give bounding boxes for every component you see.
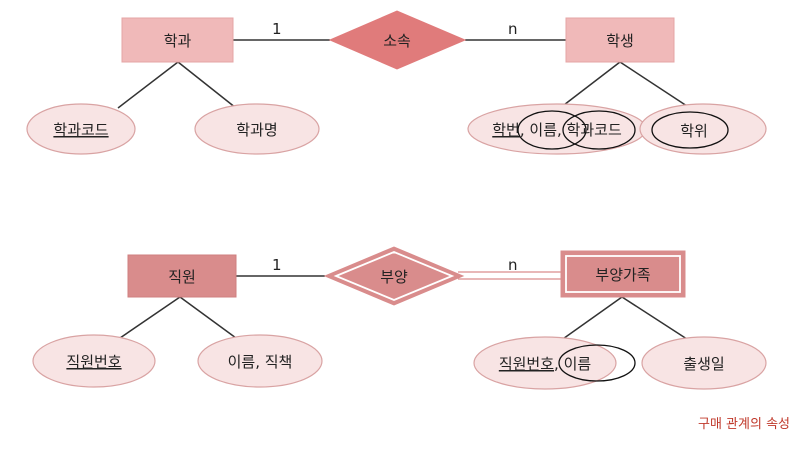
- attribute-name-title-label: 이름, 직책: [228, 353, 293, 371]
- attribute-birthdate-ellipse[interactable]: [641, 336, 767, 390]
- relationship-support-inner: [333, 251, 455, 301]
- total-participation-lines: [458, 271, 563, 280]
- attribute-dependent-key-ellipse[interactable]: [473, 336, 617, 390]
- attribute-dept-name-ellipse[interactable]: [194, 103, 320, 155]
- connectors-1: [117, 39, 691, 109]
- cardinality-many: n: [508, 20, 518, 38]
- entity-student-label: 학생: [606, 32, 634, 50]
- relationship-support-diamond[interactable]: [323, 246, 465, 306]
- entity-employee-label: 직원: [168, 268, 196, 286]
- diagram-department-student: 1 n 학과 소속 학생 학과코드 학과명 학번, 이름, 학과코드 학위: [26, 10, 767, 155]
- entity-student-box[interactable]: [565, 17, 675, 63]
- entity-department-box[interactable]: [121, 17, 234, 63]
- cardinality-one-2: 1: [272, 256, 282, 274]
- highlight-circle-degree: [651, 111, 729, 149]
- relationship-belongs-label: 소속: [383, 32, 411, 50]
- attribute-degree-ellipse[interactable]: [639, 103, 767, 155]
- weak-entity-dependents-inner: [565, 255, 681, 293]
- weak-entity-dependents-label: 부양가족: [595, 266, 650, 284]
- connectors-2: [119, 275, 691, 342]
- attribute-student-id-sep: , 이름,: [520, 121, 567, 139]
- entity-department-label: 학과: [164, 32, 192, 50]
- relationship-support-label: 부양: [380, 268, 408, 286]
- attribute-degree-label: 학위: [680, 122, 708, 140]
- highlight-circle-dept-code: [562, 110, 636, 150]
- diagram-employee-dependent: 1 n 직원 부양 부양가족 직원번호 이름, 직책 직원번호, 이름 출생일: [32, 246, 767, 390]
- attribute-name-title-ellipse[interactable]: [197, 334, 323, 388]
- figure-caption: 구매 관계의 속성: [698, 417, 790, 432]
- attribute-dependent-key-rest: , 이름: [554, 355, 591, 373]
- highlight-circle-name: [517, 110, 587, 150]
- attribute-student-id-key: 학번: [492, 121, 520, 139]
- attribute-dependent-key-underlined: 직원번호: [499, 355, 554, 373]
- cardinality-many-2: n: [508, 256, 518, 274]
- attribute-employee-id-label: 직원번호: [66, 353, 121, 371]
- attribute-student-id-dept: 학과코드: [567, 121, 622, 139]
- attribute-birthdate-label: 출생일: [683, 355, 724, 373]
- attribute-dept-code-ellipse[interactable]: [26, 103, 136, 155]
- attribute-student-id-label: 학번, 이름, 학과코드: [492, 121, 622, 139]
- attribute-dependent-key-label: 직원번호, 이름: [499, 355, 592, 373]
- weak-entity-dependents-box[interactable]: [560, 250, 686, 298]
- highlight-circle-dependent-name: [558, 344, 636, 382]
- attribute-dept-code-label: 학과코드: [53, 121, 108, 139]
- cardinality-one: 1: [272, 20, 282, 38]
- attribute-employee-id-ellipse[interactable]: [32, 334, 156, 388]
- entity-employee-box[interactable]: [127, 254, 237, 298]
- relationship-belongs-diamond[interactable]: [328, 10, 467, 70]
- attribute-dept-name-label: 학과명: [236, 121, 277, 139]
